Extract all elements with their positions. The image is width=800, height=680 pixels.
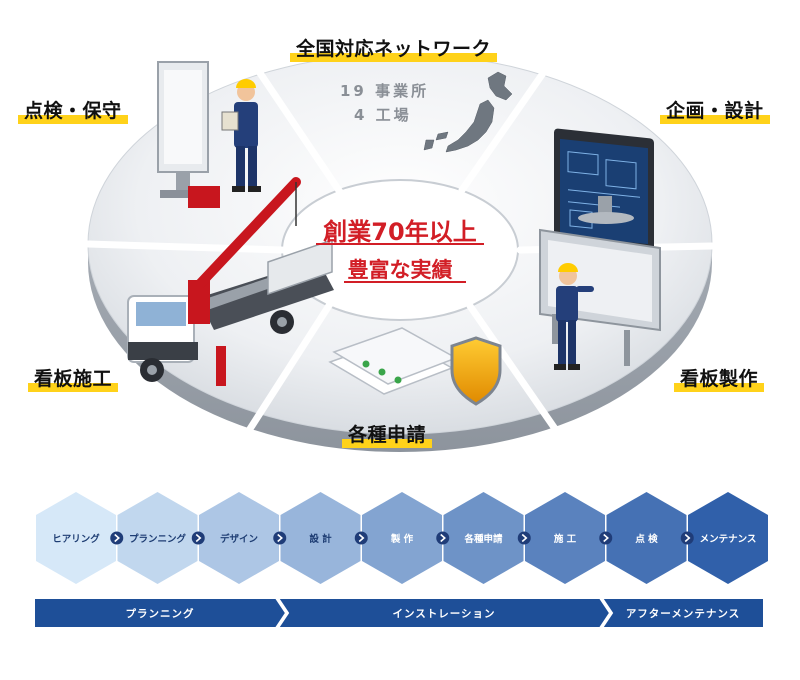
process-step-hexagon [525,492,605,584]
chevron-right-glyph [684,533,691,543]
process-step-hexagon [606,492,687,584]
signboard-worker-icon [539,228,661,370]
chevron-right-icon [517,531,531,545]
chevron-right-glyph [114,533,120,543]
chevron-right-glyph [521,533,528,543]
phase-bar [33,597,288,629]
process-step-hexagon [36,492,116,584]
process-step-label: 製 作 [390,534,414,545]
phase-label: インストレーション [392,608,496,620]
chevron-right-glyph [358,533,365,543]
segment-label-design: 企画・設計 [660,100,770,124]
chevron-right-glyph [195,533,202,543]
process-step-label: プランニング [128,534,186,545]
process-step-hexagon [280,492,361,584]
phase-label: アフターメンテナンス [625,608,741,620]
chevron-right-icon [110,531,124,545]
phase-bar [600,597,765,629]
offices-count: 19 事業所 [340,82,430,100]
chevron-right-glyph [277,533,283,543]
phase-label: プランニング [125,608,195,620]
chevron-right-icon [599,531,613,545]
process-step-label: 点 検 [635,534,658,545]
segment-label-permits: 各種申請 [341,424,433,448]
process-step-label: ヒアリング [52,534,100,545]
segment-label-installation: 看板施工 [27,368,119,392]
chevron-right-icon [191,531,205,545]
service-ring-diagram [84,53,716,452]
process-step-label: 各種申請 [464,534,503,545]
crane-truck-icon [127,177,334,386]
process-flow [33,492,768,629]
japan-map-icon [423,71,513,153]
process-step-hexagon [362,492,442,584]
process-step-hexagon [688,492,768,584]
center-subline: 豊富な実績 [347,258,453,282]
process-step-label: デザイン [219,534,258,545]
factories-count: 4 工場 [354,106,412,124]
process-step-hexagon [199,492,279,584]
chevron-right-glyph [603,533,609,543]
process-step-label: 施 工 [553,534,577,545]
process-step-hexagon [117,492,198,584]
process-step-label: メンテナンス [699,534,757,545]
segment-label-network: 全国対応ネットワーク [289,38,498,62]
process-step-label: 設 計 [309,534,332,545]
segment-label-maintenance: 点検・保守 [18,100,128,124]
pylon-sign-worker-icon [157,61,261,208]
document-shield-icon [328,327,502,406]
segment-label-production: 看板製作 [673,368,765,392]
chevron-right-icon [354,531,368,545]
chevron-right-icon [680,531,694,545]
monitor-icon [554,128,654,257]
chevron-right-icon [273,531,287,545]
chevron-right-icon [436,531,450,545]
segment-dividers [84,62,716,440]
phase-bar [276,597,612,629]
center-headline: 創業70年以上 [323,218,477,246]
process-step-hexagon [443,492,524,584]
chevron-right-glyph [440,533,446,543]
